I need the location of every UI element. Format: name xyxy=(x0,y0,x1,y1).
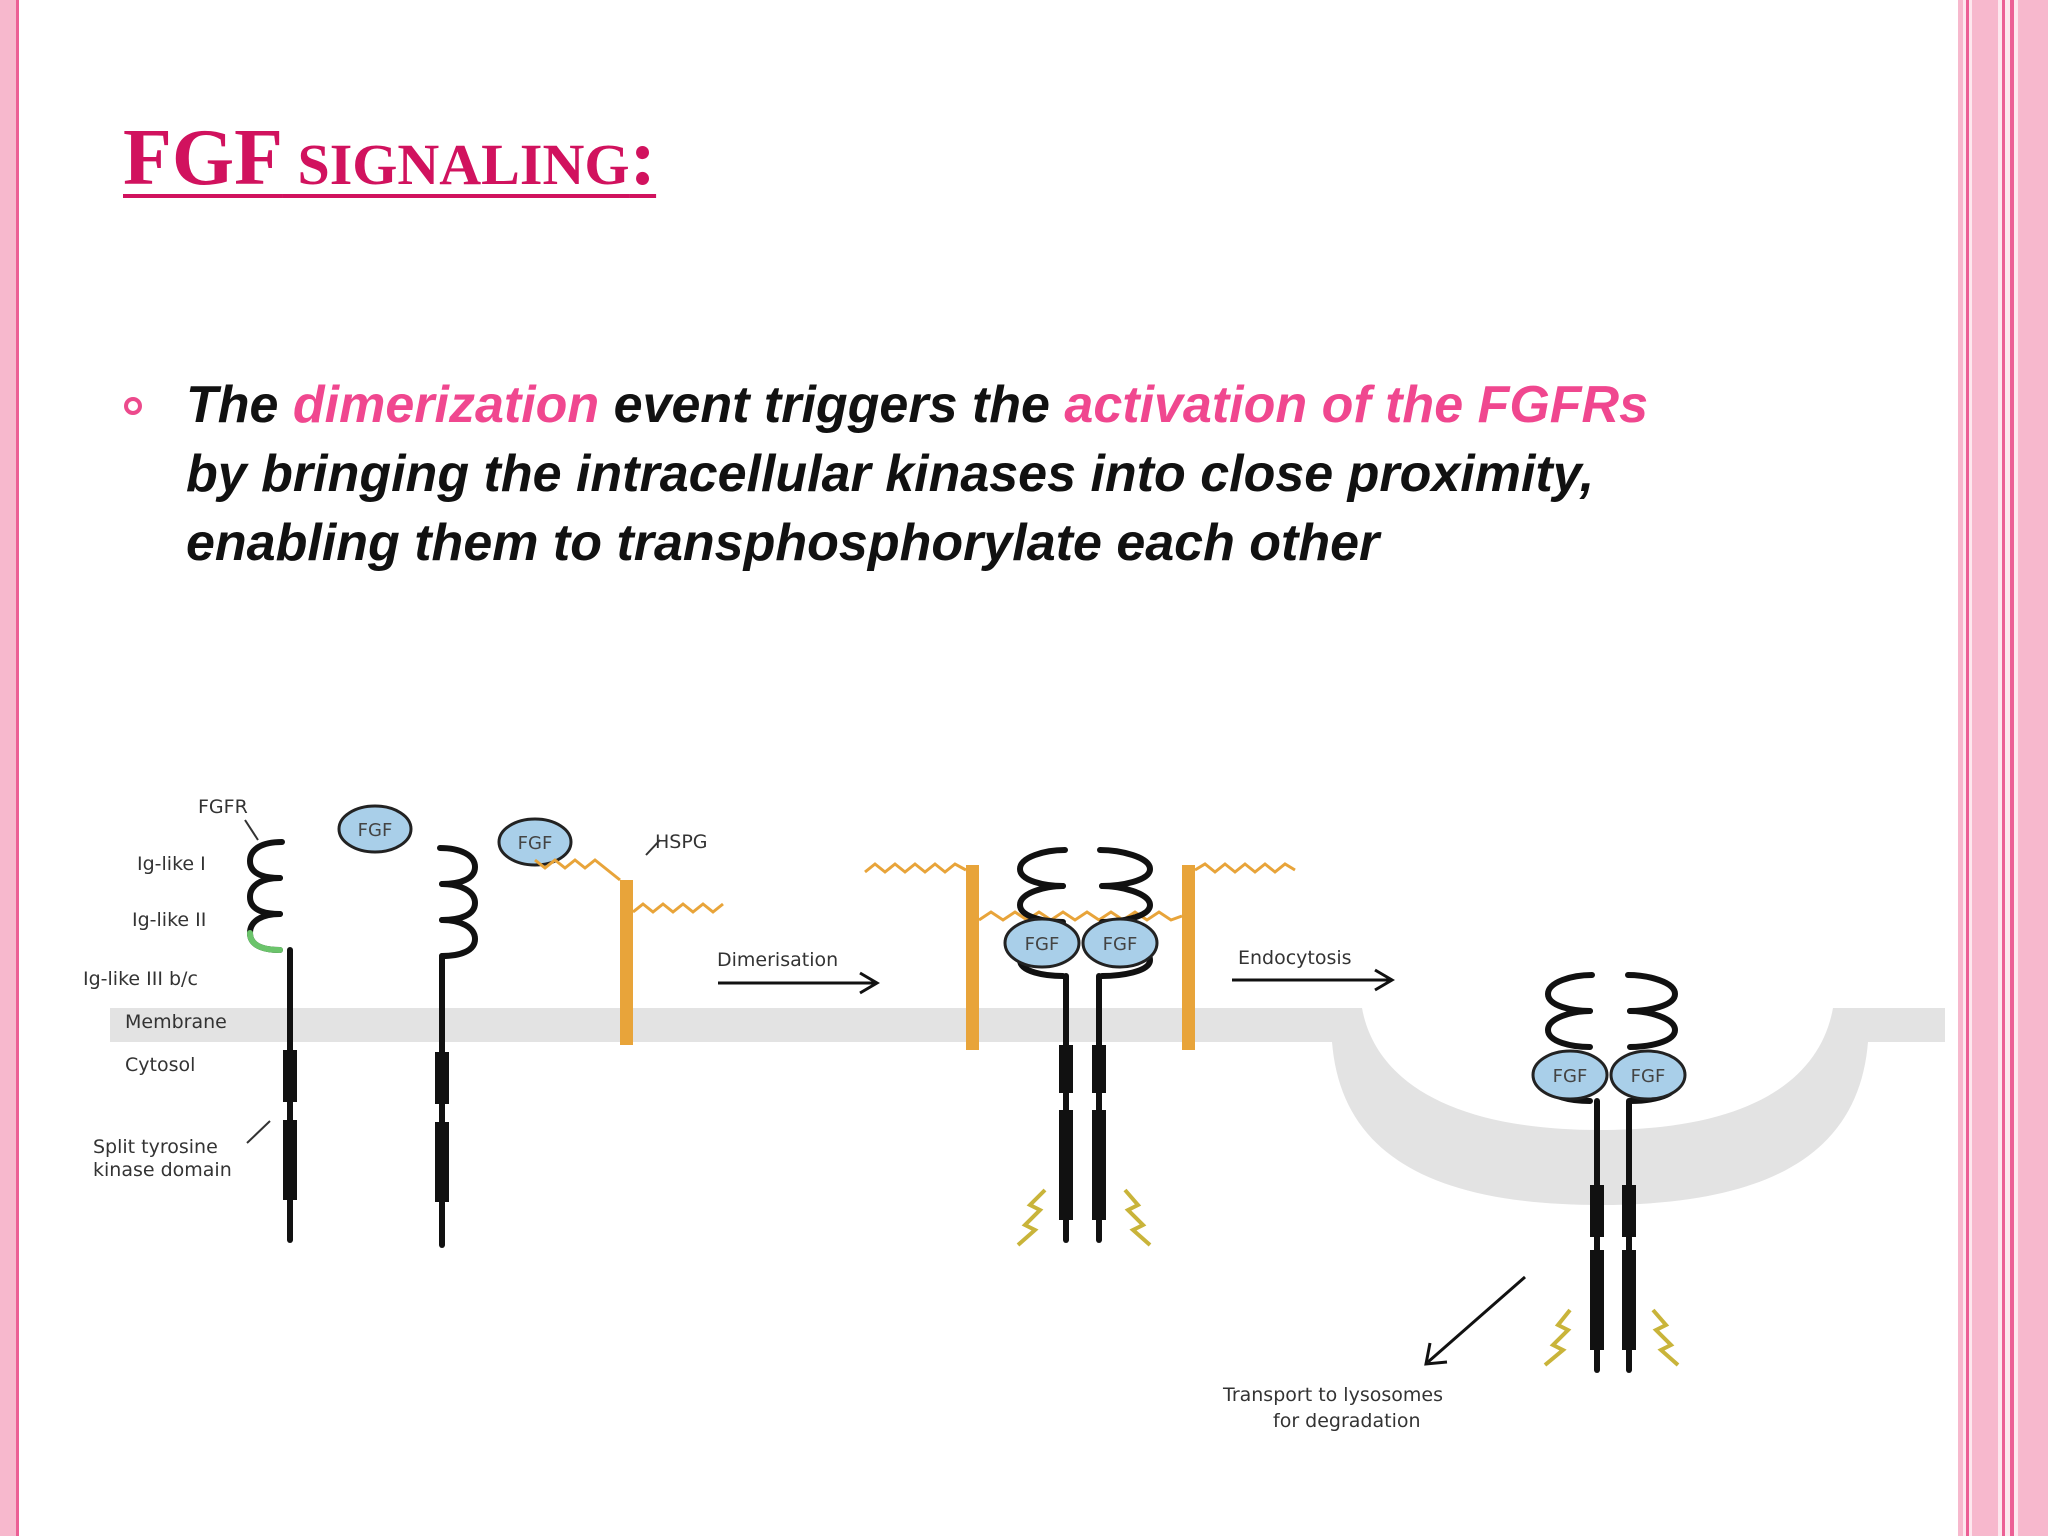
kinase-block xyxy=(1622,1250,1636,1350)
kinase-block xyxy=(435,1122,449,1202)
label-ig-like-2: Ig-like II xyxy=(132,909,206,931)
left-border-line xyxy=(16,0,19,1536)
title-main: FGF xyxy=(123,114,283,202)
title-colon: : xyxy=(629,114,657,202)
bullet-marker xyxy=(124,397,142,415)
kinase-block xyxy=(435,1052,449,1104)
highlight-activation: activation of the FGFRs xyxy=(1064,376,1649,434)
label-fgfr: FGFR xyxy=(198,796,248,818)
hspg-chain xyxy=(978,910,1183,922)
kinase-block xyxy=(283,1120,297,1200)
fgf-ligand: FGF xyxy=(1081,917,1159,969)
bullet-text-part: by bringing the intracellular kinases in… xyxy=(186,445,1595,572)
label-split-tyrosine: Split tyrosine xyxy=(93,1136,218,1158)
label-endocytosis: Endocytosis xyxy=(1238,947,1352,969)
kinase-block xyxy=(1590,1185,1604,1237)
fgf-signaling-diagram: FGF FGF FGF xyxy=(83,796,1945,1432)
label-hspg: HSPG xyxy=(655,831,708,853)
transport-arrow xyxy=(1424,1275,1526,1366)
membrane xyxy=(110,1008,1945,1205)
bullet-text-part: event triggers the xyxy=(599,376,1065,434)
kinase-block xyxy=(1092,1110,1106,1220)
kinase-block xyxy=(1059,1045,1073,1093)
fgf-ligand: FGF xyxy=(497,817,573,867)
slide-title: FGF SIGNALING: xyxy=(123,118,656,198)
fgf-label: FGF xyxy=(1631,1066,1666,1087)
kinase-block xyxy=(1590,1250,1604,1350)
fgf-label: FGF xyxy=(358,820,393,841)
kinase-block xyxy=(1059,1110,1073,1220)
label-cytosol: Cytosol xyxy=(125,1054,195,1076)
fgf-label: FGF xyxy=(1553,1066,1588,1087)
fgf-ligand: FGF xyxy=(1003,917,1081,969)
phosphorylation-zigzag xyxy=(1543,1308,1680,1367)
fgf-ligand: FGF xyxy=(337,804,413,854)
kinase-block xyxy=(1092,1045,1106,1093)
fgf-label: FGF xyxy=(1103,934,1138,955)
fgf-ligand: FGF xyxy=(1609,1049,1687,1101)
hspg-right xyxy=(1182,862,1296,1050)
kinase-block xyxy=(1622,1185,1636,1237)
label-ig-like-3: Ig-like III b/c xyxy=(83,968,198,990)
label-degradation: for degradation xyxy=(1273,1410,1421,1432)
label-ig-like-1: Ig-like I xyxy=(137,853,206,875)
label-transport: Transport to lysosomes xyxy=(1222,1384,1443,1406)
title-rest: SIGNALING xyxy=(282,132,630,197)
bullet-text: The dimerization event triggers the acti… xyxy=(186,371,1686,578)
kinase-block xyxy=(283,1050,297,1102)
label-kinase-domain: kinase domain xyxy=(93,1159,232,1181)
hspg-proteoglycan xyxy=(534,858,724,1045)
hspg-left xyxy=(864,862,979,1050)
fgfr-dimer xyxy=(1016,847,1154,1243)
left-border-stripe xyxy=(0,0,16,1536)
endocytosis-arrow xyxy=(1232,968,1395,992)
phosphorylation-zigzag xyxy=(1016,1188,1152,1247)
highlight-dimerization: dimerization xyxy=(292,376,600,434)
bullet-text-part: The xyxy=(186,376,293,434)
hspg-pointer xyxy=(645,839,661,856)
dimerisation-arrow xyxy=(718,971,880,995)
fgf-ligand: FGF xyxy=(1531,1049,1609,1101)
label-dimerisation: Dimerisation xyxy=(717,949,838,971)
right-border-stripes xyxy=(1958,0,2048,1536)
fgfr-pointer xyxy=(244,819,259,841)
split-kinase-pointer xyxy=(246,1120,271,1144)
fgf-label: FGF xyxy=(518,833,553,854)
fgf-label: FGF xyxy=(1025,934,1060,955)
label-membrane: Membrane xyxy=(125,1011,227,1033)
